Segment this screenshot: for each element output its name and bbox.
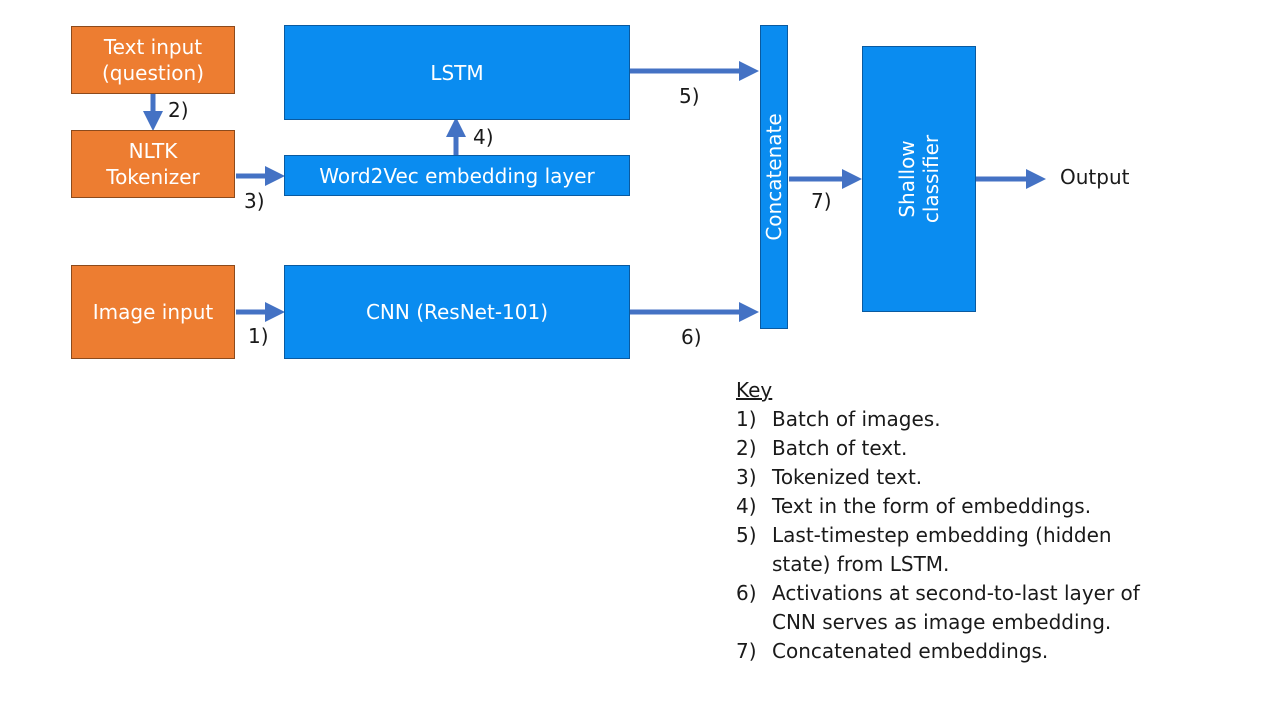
key-item-text: Activations at second-to-last layer of C…: [772, 581, 1140, 634]
key-item-number: 5): [736, 523, 757, 547]
key-item: 6) Activations at second-to-last layer of…: [736, 579, 1176, 637]
key-item-text: Tokenized text.: [772, 465, 923, 489]
text-input-label: Text input (question): [101, 35, 204, 85]
arrow-label-4: 4): [473, 125, 494, 149]
key-item-text: Text in the form of embeddings.: [772, 494, 1092, 518]
key-item: 3) Tokenized text.: [736, 463, 1176, 492]
key-item-number: 2): [736, 436, 757, 460]
key-item-number: 4): [736, 494, 757, 518]
key-item-number: 6): [736, 581, 757, 605]
key-list: 1) Batch of images. 2) Batch of text. 3) To…: [736, 405, 1176, 666]
image-input-box: Image input: [71, 265, 235, 359]
cnn-box: CNN (ResNet-101): [284, 265, 630, 359]
key-item-text: Batch of images.: [772, 407, 941, 431]
key-item-text: Batch of text.: [772, 436, 908, 460]
shallow-classifier-box: Shallow classifier: [862, 46, 976, 312]
text-input-box: Text input (question): [71, 26, 235, 94]
key-title: Key: [736, 378, 773, 402]
key-item: 2) Batch of text.: [736, 434, 1176, 463]
arrow-label-2: 2): [168, 98, 189, 122]
word2vec-box: Word2Vec embedding layer: [284, 155, 630, 196]
key-item-number: 3): [736, 465, 757, 489]
key-item-text: Last-timestep embedding (hidden state) f…: [772, 523, 1112, 576]
key-item-text: Concatenated embeddings.: [772, 639, 1049, 663]
arrow-label-1: 1): [248, 324, 269, 348]
cnn-label: CNN (ResNet-101): [365, 300, 549, 324]
lstm-label: LSTM: [430, 60, 484, 85]
key-item-number: 1): [736, 407, 757, 431]
lstm-box: LSTM: [284, 25, 630, 120]
arrow-label-6: 6): [681, 325, 702, 349]
concatenate-box: Concatenate: [760, 25, 788, 329]
nltk-tokenizer-box: NLTK Tokenizer: [71, 130, 235, 198]
key-item: 1) Batch of images.: [736, 405, 1176, 434]
shallow-classifier-label: Shallow classifier: [895, 134, 943, 224]
nltk-tokenizer-label: NLTK Tokenizer: [106, 139, 200, 189]
arrow-label-5: 5): [679, 84, 700, 108]
arrow-label-7: 7): [811, 189, 832, 213]
key-item-number: 7): [736, 639, 757, 663]
word2vec-label: Word2Vec embedding layer: [319, 163, 595, 188]
key-item: 7) Concatenated embeddings.: [736, 637, 1176, 666]
image-input-label: Image input: [92, 300, 214, 324]
key-item: 5) Last-timestep embedding (hidden state)…: [736, 521, 1176, 579]
concatenate-label: Concatenate: [762, 113, 786, 241]
key-item: 4) Text in the form of embeddings.: [736, 492, 1176, 521]
arrow-label-3: 3): [244, 189, 265, 213]
key-legend: Key 1) Batch of images. 2) Batch of text. …: [736, 376, 1176, 666]
output-label: Output: [1060, 165, 1130, 189]
